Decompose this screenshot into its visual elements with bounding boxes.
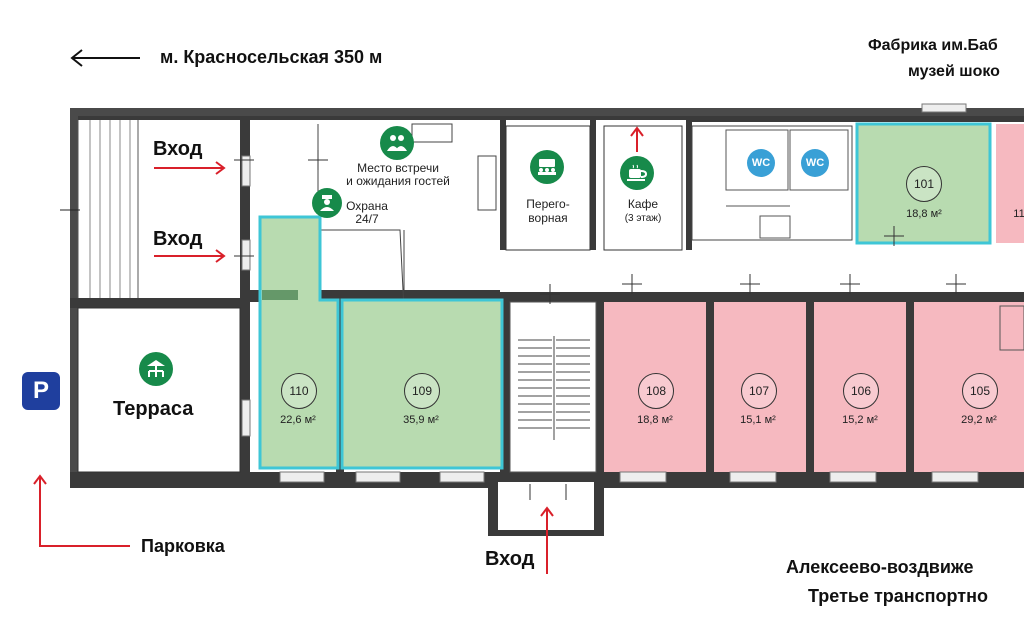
street-label-line1: Алексеево-воздвиже <box>786 557 974 577</box>
entrance-label-middle: Вход <box>153 228 203 250</box>
entrance-arrow-middle <box>154 249 226 263</box>
negotiation-room <box>505 125 591 251</box>
entrance-label-top: Вход <box>153 138 203 160</box>
entrance-arrow-bottom <box>540 506 554 574</box>
wc-label: WC <box>751 157 771 169</box>
parking-arrow <box>33 474 130 547</box>
room-partial-number: 11 <box>1013 208 1024 220</box>
room-101-area: 18,8 м² <box>906 208 942 220</box>
metro-label: м. Красносельская 350 м <box>160 47 383 67</box>
room-110-area: 22,6 м² <box>280 414 316 426</box>
negotiation-label-line2: ворная <box>528 211 568 225</box>
security-label-line2: 24/7 <box>355 212 379 226</box>
cafe-floor-label: (3 этаж) <box>624 213 662 224</box>
wc-label: WC <box>805 157 825 169</box>
room-108-area: 18,8 м² <box>637 414 673 426</box>
room-105-number: 105 <box>962 373 998 409</box>
terrace-table-icon <box>139 352 173 386</box>
meeting-people-icon <box>380 126 414 160</box>
street-label-line2: Третье транспортно <box>808 586 988 606</box>
meeting-point-label-line1: Место встречи <box>357 161 439 175</box>
meeting-room-icon <box>530 150 564 184</box>
stairwell <box>509 301 597 473</box>
room-105-area: 29,2 м² <box>961 414 997 426</box>
entrance-arrow-top <box>154 161 226 175</box>
room-107-area: 15,1 м² <box>740 414 776 426</box>
wc-icon: WC <box>747 149 775 177</box>
meeting-point-label-line2: и ожидания гостей <box>346 174 450 188</box>
parking-icon: P <box>22 372 60 410</box>
terrace-area <box>77 307 241 473</box>
negotiation-label-line1: Перего- <box>526 197 570 211</box>
wc-icon: WC <box>801 149 829 177</box>
terrace-label: Терраса <box>113 398 194 420</box>
wc-block <box>691 125 853 241</box>
room-109-area: 35,9 м² <box>403 414 439 426</box>
room-106-area: 15,2 м² <box>842 414 878 426</box>
security-guard-icon <box>312 188 342 218</box>
room-107-number: 107 <box>741 373 777 409</box>
room-110-number: 110 <box>281 373 317 409</box>
security-label-line1: Охрана <box>346 199 388 213</box>
parking-label: Парковка <box>141 536 225 556</box>
room-partial-shape <box>996 124 1024 243</box>
room-106-number: 106 <box>843 373 879 409</box>
room-101-number: 101 <box>906 166 942 202</box>
factory-label-line1: Фабрика им.Баб <box>868 37 998 54</box>
room-108-number: 108 <box>638 373 674 409</box>
parking-sign-text: P <box>32 377 49 404</box>
metro-direction-arrow <box>70 49 140 67</box>
cafe-arrow <box>630 126 644 152</box>
room-110-shape <box>258 215 340 470</box>
factory-label-line2: музей шоко <box>908 63 1000 80</box>
room-109-number: 109 <box>404 373 440 409</box>
coffee-cup-icon <box>620 156 654 190</box>
cafe-label: Кафе <box>627 197 659 211</box>
entrance-label-bottom: Вход <box>485 548 535 570</box>
